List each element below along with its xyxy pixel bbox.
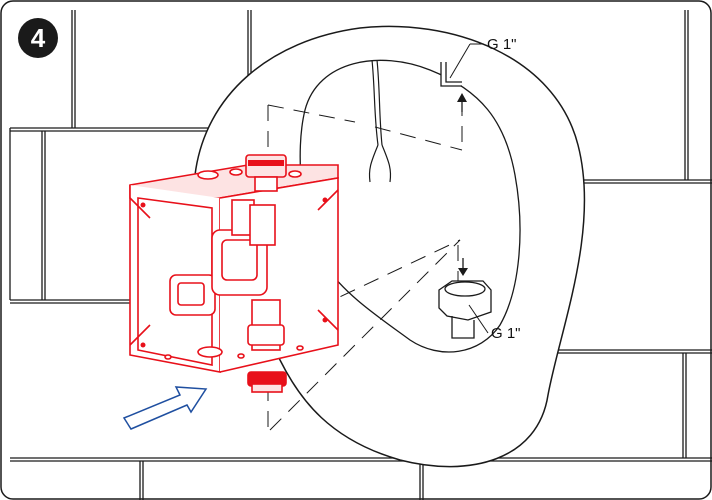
- step-number: 4: [31, 23, 46, 53]
- insert-direction-arrow-icon: [122, 386, 208, 430]
- power-cable: [368, 59, 392, 183]
- wall-tiles: [9, 10, 712, 500]
- valve-box-icon: [129, 154, 339, 393]
- step-badge-icon: 4: [18, 18, 58, 58]
- bottom-connection-label: G 1": [491, 325, 521, 342]
- top-pipe-fitting-icon: [440, 43, 484, 112]
- top-connection-label: G 1": [487, 36, 517, 53]
- bottom-pipe-fitting-icon: [438, 258, 492, 339]
